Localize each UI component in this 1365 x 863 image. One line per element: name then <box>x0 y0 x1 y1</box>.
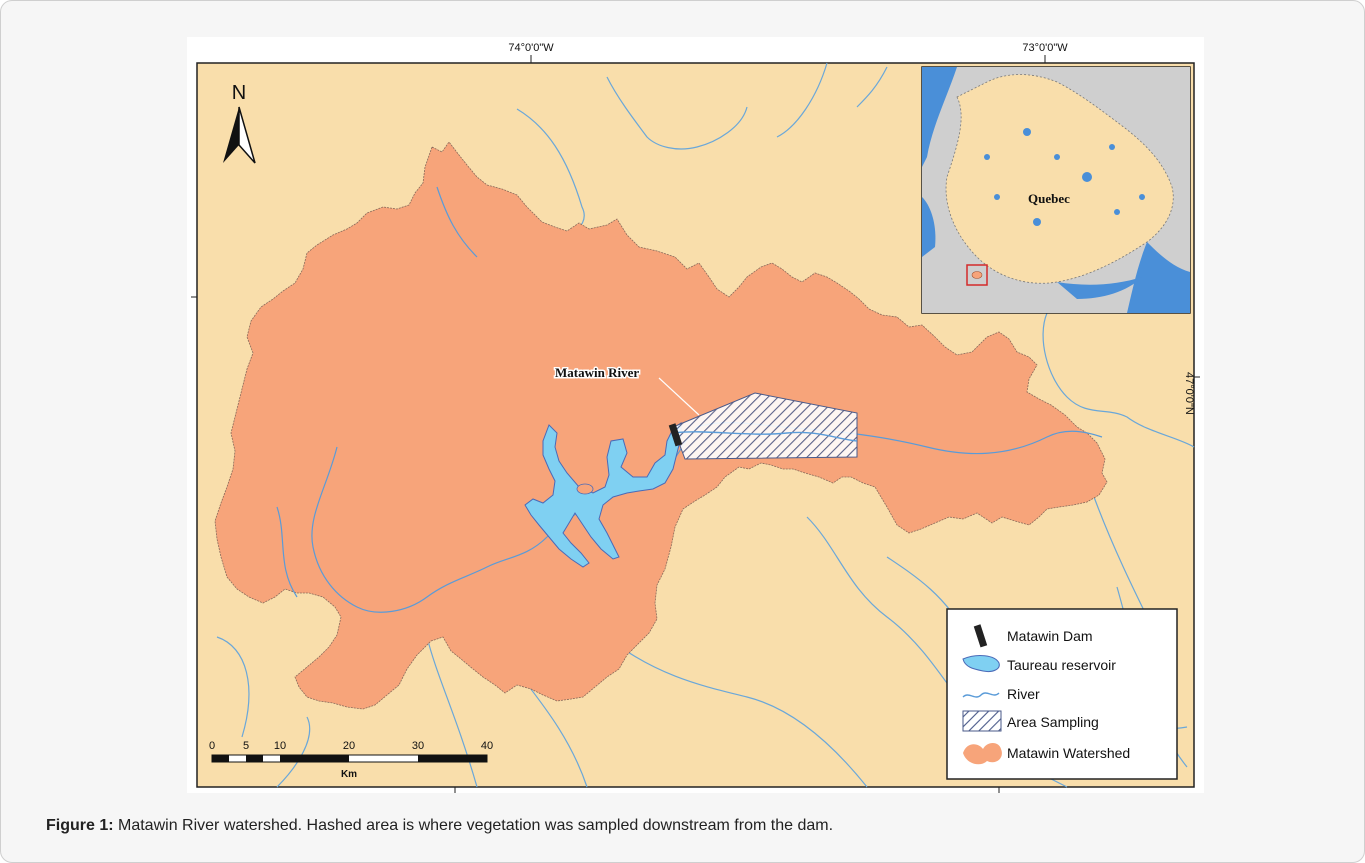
map-svg: 74°0'0"W 73°0'0"W 47°0'0"N <box>191 42 1200 793</box>
scale-unit-label: Km <box>341 769 357 780</box>
north-label: N <box>232 82 246 104</box>
taureau-reservoir <box>524 422 682 568</box>
matawin-river-segment <box>672 431 858 442</box>
hatch-icon <box>962 710 1002 732</box>
river-label-leader <box>658 377 700 416</box>
north-arrow: N <box>223 82 256 164</box>
caption-prefix: Figure 1: <box>46 817 114 834</box>
watershed-icon <box>963 743 1002 765</box>
scale-tick-label: 5 <box>243 740 249 752</box>
inset-label: Quebec <box>1028 191 1070 206</box>
matawin-watershed <box>214 141 1108 710</box>
reservoir-island <box>576 483 594 495</box>
figure-caption: Figure 1: Matawin River watershed. Hashe… <box>46 817 833 835</box>
scale-tick-label: 0 <box>209 740 215 752</box>
scale-tick-label: 10 <box>274 740 286 752</box>
latitude-label: 47°0'0"N <box>1183 372 1195 415</box>
north-arrow-icon <box>223 107 239 163</box>
scale-tick-label: 30 <box>412 740 424 752</box>
legend: Matawin Dam Taureau reservoir River Area… <box>946 608 1178 780</box>
matawin-dam <box>668 423 683 447</box>
map-figure: 74°0'0"W 73°0'0"W 47°0'0"N <box>187 37 1204 793</box>
longitude-label-west: 74°0'0"W <box>508 42 554 54</box>
legend-label-watershed: Matawin Watershed <box>1007 745 1130 761</box>
scale-bar: 0 5 10 20 30 40 Km <box>209 740 493 780</box>
river-line-icon <box>962 692 1000 698</box>
scale-tick-label: 20 <box>343 740 355 752</box>
caption-text: Matawin River watershed. Hashed area is … <box>113 817 834 834</box>
legend-label-river: River <box>1007 686 1040 702</box>
inset-map: Quebec <box>921 66 1191 314</box>
river-label: Matawin River <box>555 365 639 380</box>
area-sampling <box>672 392 858 460</box>
legend-label-reservoir: Taureau reservoir <box>1007 657 1116 673</box>
legend-label-area-sampling: Area Sampling <box>1007 714 1099 730</box>
longitude-label-east: 73°0'0"W <box>1022 42 1068 54</box>
inset-location-box <box>966 264 988 286</box>
reservoir-icon <box>962 655 1000 672</box>
scale-tick-label: 40 <box>481 740 493 752</box>
dam-bar-icon <box>973 624 988 648</box>
legend-label-dam: Matawin Dam <box>1007 628 1093 644</box>
